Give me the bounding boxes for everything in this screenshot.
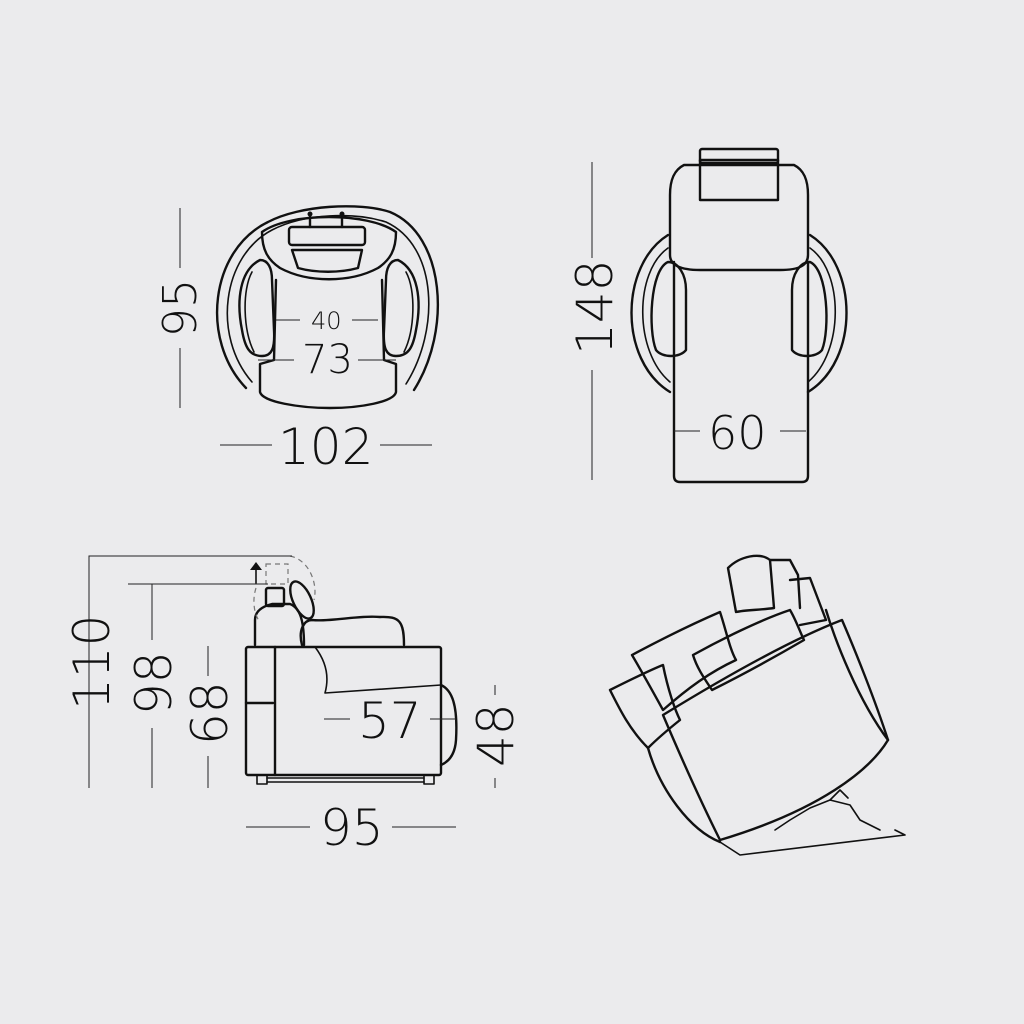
dim-top-width: 102 — [278, 418, 374, 476]
dim-seat-width: 73 — [302, 337, 353, 383]
dim-seat-height: 48 — [467, 703, 525, 767]
dim-seat-depth: 57 — [358, 692, 422, 750]
dim-seat-inner-width: 40 — [311, 307, 342, 335]
dim-top-depth: 95 — [153, 278, 207, 338]
dim-side-depth: 95 — [320, 799, 384, 857]
dim-height: 98 — [125, 651, 183, 715]
dim-arm-height: 68 — [181, 681, 239, 745]
top-view-reclined — [591, 147, 848, 484]
dim-height-raised: 110 — [63, 614, 121, 710]
dim-reclined-width: 60 — [708, 406, 767, 460]
perspective-view — [608, 554, 906, 856]
top-view-upright — [179, 205, 439, 446]
dim-reclined-length: 148 — [566, 259, 624, 355]
side-view — [88, 555, 496, 828]
